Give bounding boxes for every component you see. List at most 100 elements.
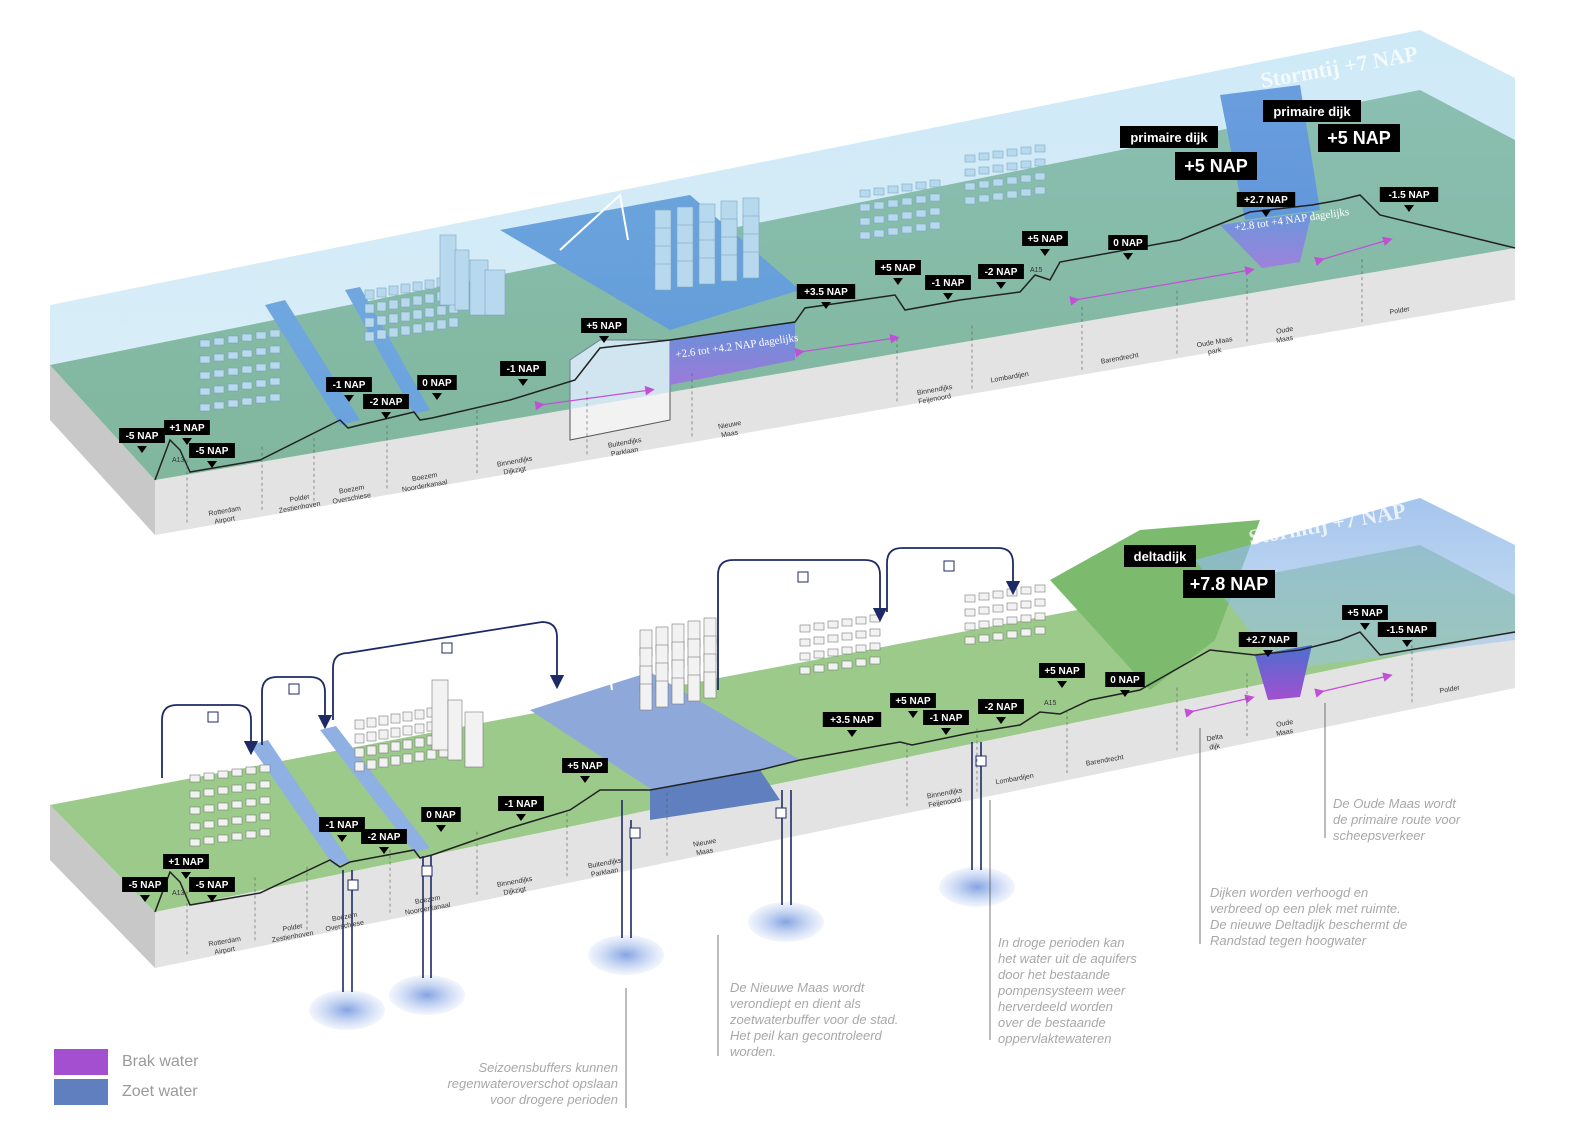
bottom-zone-label: Dijkzigt bbox=[503, 886, 526, 897]
bottom-building bbox=[464, 711, 484, 768]
bottom-building bbox=[855, 630, 867, 639]
pump-valve-icons bbox=[207, 560, 987, 891]
bottom-building bbox=[366, 731, 377, 742]
bottom-building bbox=[964, 636, 976, 645]
bottom-down-triangle-icon bbox=[908, 711, 918, 718]
top-zone-label: Polder bbox=[289, 493, 311, 504]
bottom-building bbox=[259, 764, 271, 773]
top-nap-marker-t3: -5 NAP bbox=[189, 443, 235, 468]
bottom-nap-marker-b3: -5 NAP bbox=[189, 877, 235, 902]
bottom-nap-marker-b12: -2 NAP bbox=[978, 699, 1024, 724]
bottom-building bbox=[841, 660, 853, 669]
bottom-building bbox=[431, 679, 449, 751]
svg-text:primaire dijk: primaire dijk bbox=[1273, 104, 1351, 119]
bottom-zone-label: Airport bbox=[214, 946, 236, 956]
top-nap-marker-t1: -5 NAP bbox=[119, 428, 165, 453]
bottom-building bbox=[402, 753, 413, 764]
bottom-nap-marker-b13: +5 NAP bbox=[1039, 663, 1085, 688]
bottom-building bbox=[217, 802, 229, 811]
bottom-down-triangle-icon bbox=[207, 895, 217, 902]
bottom-down-triangle-icon bbox=[580, 776, 590, 783]
top-down-triangle-icon bbox=[182, 438, 192, 445]
top-nap-marker-text: +5 NAP bbox=[586, 321, 622, 332]
bottom-down-triangle-icon bbox=[1120, 690, 1130, 697]
bottom-nap-marker-b17: -1.5 NAP bbox=[1377, 622, 1437, 647]
bottom-zone-label: Oude bbox=[1276, 719, 1294, 729]
bottom-down-triangle-icon bbox=[996, 717, 1006, 724]
bottom-down-triangle-icon bbox=[516, 814, 526, 821]
bottom-zone-label: Polder bbox=[282, 923, 304, 934]
bottom-building bbox=[1034, 612, 1046, 621]
bottom-building bbox=[217, 834, 229, 843]
bottom-building bbox=[1034, 626, 1046, 635]
top-nap-marker-text: 0 NAP bbox=[1113, 238, 1143, 249]
bottom-down-triangle-icon bbox=[181, 872, 191, 879]
bottom-ground-side bbox=[50, 805, 155, 968]
bottom-building bbox=[964, 608, 976, 617]
bottom-building bbox=[964, 594, 976, 603]
bottom-building bbox=[827, 662, 839, 671]
bottom-building bbox=[687, 674, 701, 702]
top-flow-arrow-1 bbox=[534, 385, 655, 411]
bottom-building bbox=[390, 713, 401, 724]
top-zone-label: Airport bbox=[214, 515, 236, 525]
top-nap-marker-text: +5 NAP bbox=[1027, 234, 1063, 245]
top-flow-arrow-3 bbox=[1069, 266, 1255, 306]
svg-text:+7.8 NAP: +7.8 NAP bbox=[1190, 574, 1269, 594]
bottom-building bbox=[671, 677, 685, 705]
bottom-river-nieuwe-maas bbox=[530, 672, 800, 795]
bottom-building bbox=[203, 804, 215, 813]
top-zone-label: Boezem bbox=[411, 472, 438, 483]
bottom-nap-marker-text: -5 NAP bbox=[196, 880, 229, 891]
bottom-building bbox=[390, 755, 401, 766]
bottom-profile-line bbox=[154, 631, 1516, 913]
bottom-nap-marker-text: +2.7 NAP bbox=[1246, 635, 1290, 646]
bottom-building bbox=[354, 719, 365, 730]
bottom-nap-marker-text: -1 NAP bbox=[326, 820, 359, 831]
note-nieuwe-maas: De Nieuwe Maas wordt verondiept en dient… bbox=[730, 980, 899, 1059]
bottom-building bbox=[203, 772, 215, 781]
bottom-building bbox=[703, 671, 717, 699]
bottom-building bbox=[992, 604, 1004, 613]
bottom-building bbox=[354, 761, 365, 772]
bottom-building bbox=[869, 614, 881, 623]
top-down-triangle-icon bbox=[821, 302, 831, 309]
bottom-building bbox=[231, 816, 243, 825]
bottom-building bbox=[378, 729, 389, 740]
bottom-building bbox=[855, 658, 867, 667]
bottom-building bbox=[354, 747, 365, 758]
legend-item-zoet-water: Zoet water bbox=[54, 1078, 274, 1106]
top-nap-marker-text: -2 NAP bbox=[985, 267, 1018, 278]
bottom-building bbox=[992, 618, 1004, 627]
bottom-building bbox=[978, 606, 990, 615]
bottom-nap-marker-text: -2 NAP bbox=[985, 702, 1018, 713]
bottom-nap-marker-text: -5 NAP bbox=[129, 880, 162, 891]
bottom-flow-arrow-1 bbox=[1184, 694, 1255, 718]
top-ground-front bbox=[155, 248, 1515, 535]
bottom-building bbox=[1006, 588, 1018, 597]
note-oude-maas: De Oude Maas wordt de primaire route voo… bbox=[1333, 796, 1461, 843]
top-flow-arrow-2 bbox=[794, 333, 900, 358]
bottom-nap-marker-b11: -1 NAP bbox=[923, 710, 969, 735]
deltadijk-callout: deltadijk +7.8 NAP bbox=[1124, 545, 1275, 598]
bottom-building bbox=[189, 822, 201, 831]
bottom-building bbox=[245, 766, 257, 775]
top-zone-label: Polder bbox=[1389, 306, 1411, 317]
bottom-nap-marker-b5: -2 NAP bbox=[361, 829, 407, 854]
svg-text:deltadijk: deltadijk bbox=[1134, 549, 1188, 564]
top-nap-marker-text: +2.7 NAP bbox=[1244, 195, 1288, 206]
bottom-building bbox=[414, 723, 425, 734]
top-down-triangle-icon bbox=[1040, 249, 1050, 256]
bottom-building bbox=[799, 666, 811, 675]
bottom-zone-labels: RotterdamAirportPolderZestienhovenBoezem… bbox=[186, 639, 1461, 957]
top-profile-line bbox=[154, 194, 1516, 481]
top-down-triangle-icon bbox=[943, 293, 953, 300]
bottom-building bbox=[189, 838, 201, 847]
bottom-building bbox=[1006, 630, 1018, 639]
bottom-building bbox=[426, 749, 437, 760]
bottom-building bbox=[855, 616, 867, 625]
top-zone-label: park bbox=[1207, 347, 1222, 356]
bottom-building bbox=[827, 620, 839, 629]
top-zone-label: Maas bbox=[1276, 335, 1295, 345]
